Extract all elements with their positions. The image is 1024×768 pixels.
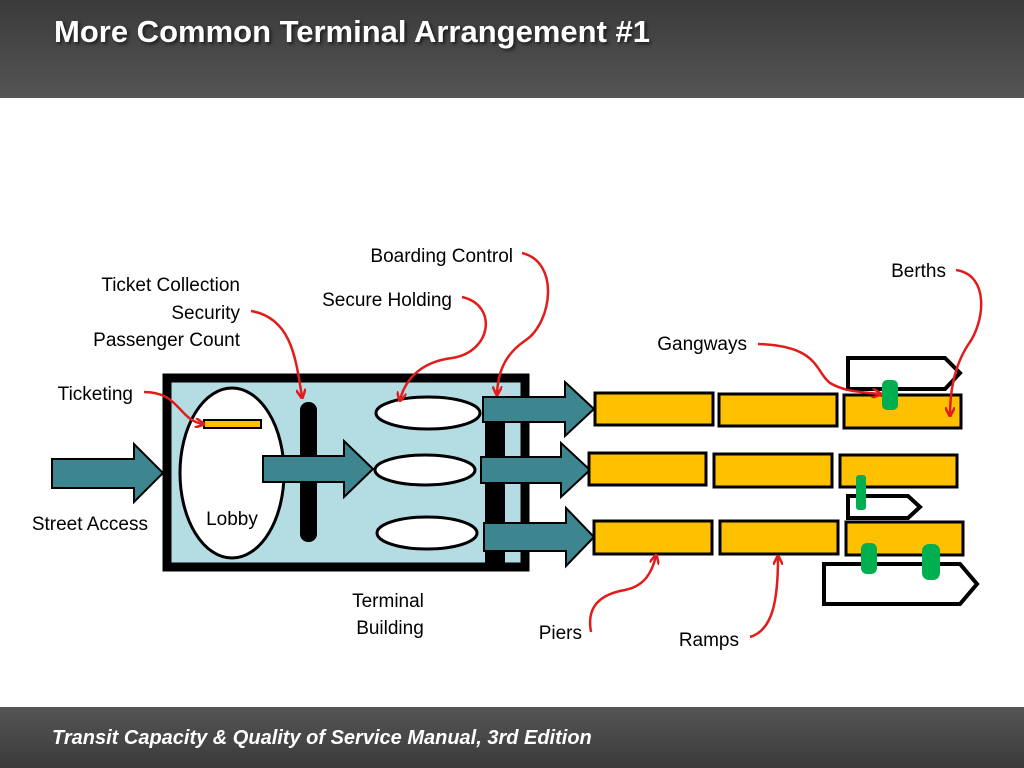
gangway-3 bbox=[861, 543, 877, 574]
gangways-label: Gangways bbox=[657, 334, 747, 355]
ramp-1b bbox=[842, 393, 963, 430]
piers-callout bbox=[588, 556, 656, 633]
boarding-control-label: Boarding Control bbox=[370, 246, 513, 267]
ramps-label: Ramps bbox=[679, 630, 739, 651]
passenger-count-label: Passenger Count bbox=[93, 330, 241, 351]
footer-citation: Transit Capacity & Quality of Service Ma… bbox=[52, 727, 592, 749]
street-access-label: Street Access bbox=[32, 514, 148, 535]
vessel-3 bbox=[822, 562, 980, 606]
ticketing-counter bbox=[203, 419, 262, 429]
pier-3 bbox=[592, 519, 714, 556]
holding-area-1 bbox=[374, 395, 482, 431]
ramps-callout bbox=[749, 557, 778, 639]
holding-area-2 bbox=[373, 453, 477, 487]
terminal-diagram: Boarding Control Berths Ticket Collectio… bbox=[32, 246, 983, 651]
pier-1 bbox=[593, 391, 715, 427]
boarding-control-callout bbox=[497, 251, 550, 394]
berths-callout bbox=[950, 268, 983, 415]
boarding-arrow-2 bbox=[480, 440, 592, 500]
boarding-arrow-1 bbox=[482, 379, 596, 439]
berths-label: Berths bbox=[891, 261, 946, 282]
ramp-3a bbox=[718, 519, 840, 556]
gangway-2 bbox=[856, 475, 866, 510]
gangway-4 bbox=[922, 544, 940, 580]
street-access-arrow bbox=[51, 441, 165, 505]
secure-holding-label: Secure Holding bbox=[322, 290, 452, 311]
slide-title: More Common Terminal Arrangement #1 bbox=[54, 14, 651, 49]
slide-footer: Transit Capacity & Quality of Service Ma… bbox=[0, 707, 1024, 768]
ramp-1a bbox=[717, 392, 839, 428]
terminal-label: Terminal bbox=[352, 591, 424, 612]
holding-area-3 bbox=[375, 515, 479, 551]
ticket-collection-label: Ticket Collection bbox=[101, 275, 240, 296]
pier-2 bbox=[587, 451, 708, 487]
ticketing-label: Ticketing bbox=[58, 384, 133, 405]
ticketing-callout bbox=[143, 390, 203, 424]
piers-label: Piers bbox=[539, 623, 582, 644]
building-label: Building bbox=[356, 618, 424, 639]
boarding-arrow-3 bbox=[483, 505, 596, 569]
lobby-label: Lobby bbox=[206, 509, 258, 530]
slide-header: More Common Terminal Arrangement #1 bbox=[0, 0, 1024, 98]
security-label: Security bbox=[171, 303, 240, 324]
ramp-2a bbox=[712, 452, 834, 489]
secure-holding-callout bbox=[400, 295, 487, 400]
vessel-1 bbox=[846, 356, 963, 391]
gangways-callout bbox=[757, 342, 880, 394]
gangway-1 bbox=[882, 380, 898, 410]
lobby-flow-arrow bbox=[262, 438, 375, 500]
ticket-collection-callout bbox=[250, 309, 302, 397]
